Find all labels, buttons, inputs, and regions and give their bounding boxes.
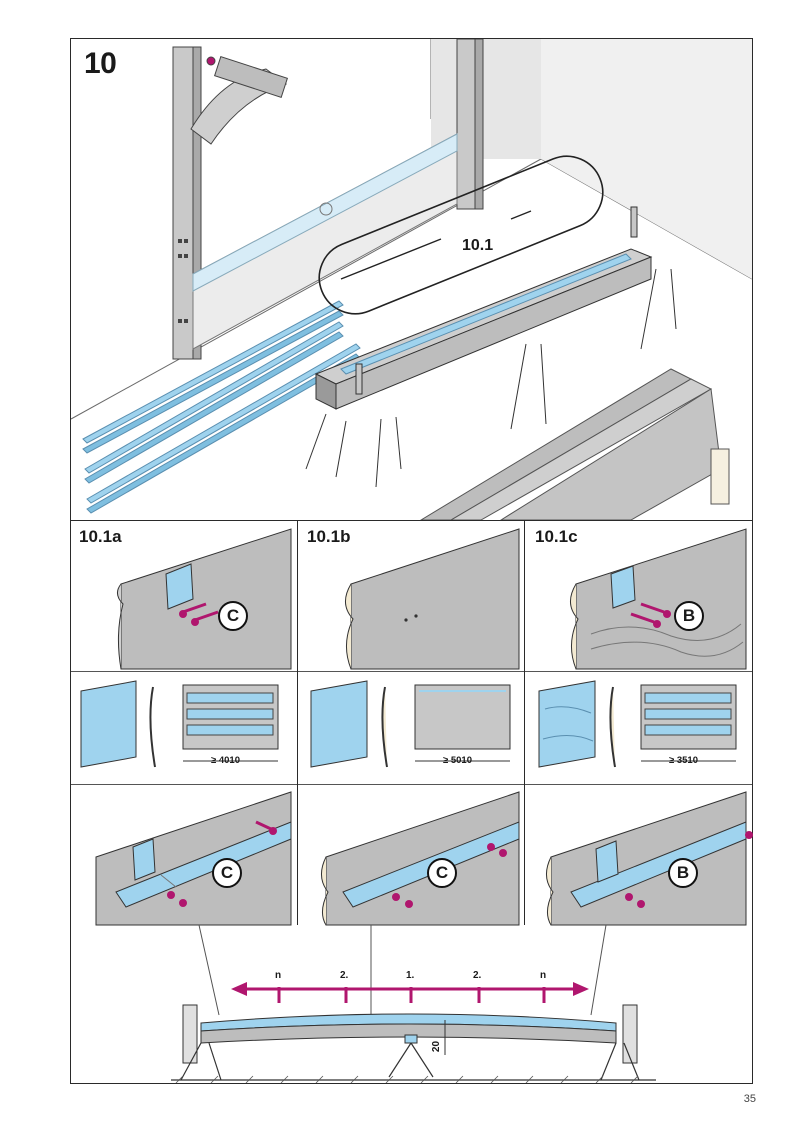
garage-scene-drawing [71, 39, 752, 520]
fastener-badge-a-bottom: C [212, 858, 242, 888]
callout-label: 10.1 [462, 237, 494, 254]
instruction-frame: 10 [70, 38, 753, 1084]
rail-fitting-row-drawings [95, 791, 753, 926]
panel-label-a: 10.1a [79, 527, 122, 546]
min-width-c: ≥ 3510 [669, 755, 698, 766]
closeup-row-drawings [117, 528, 747, 670]
panel-label-c: 10.1c [535, 527, 578, 546]
min-width-b: ≥ 5010 [443, 755, 472, 766]
sequence-label-1: n [275, 970, 282, 981]
fixing-sequence-drawing [171, 924, 656, 1084]
fastener-badge-a-top: C [218, 601, 248, 631]
page-number: 35 [743, 1093, 756, 1105]
min-width-a: ≥ 4010 [211, 755, 240, 766]
step-number: 10 [84, 47, 117, 80]
panel-type-row-drawings [80, 680, 737, 768]
workbench [305, 206, 677, 488]
top-divider [71, 520, 752, 521]
door-frame-post [172, 46, 289, 360]
stacked-panels [420, 368, 730, 520]
sequence-label-3: 1. [406, 970, 415, 981]
panel-label-b: 10.1b [307, 527, 351, 546]
sequence-label-4: 2. [473, 970, 482, 981]
column-divider-1 [297, 520, 298, 925]
deflection-dimension: 20 [431, 1040, 443, 1053]
column-divider-2 [524, 520, 525, 925]
fastener-badge-b-bottom: C [427, 858, 457, 888]
sequence-label-2: 2. [340, 970, 349, 981]
callout-ellipse [318, 155, 604, 315]
fastener-badge-c-top: B [674, 601, 704, 631]
fastener-badge-c-bottom: B [668, 858, 698, 888]
step-10-illustration: 10 [71, 39, 752, 520]
sequence-label-5: n [540, 970, 547, 981]
